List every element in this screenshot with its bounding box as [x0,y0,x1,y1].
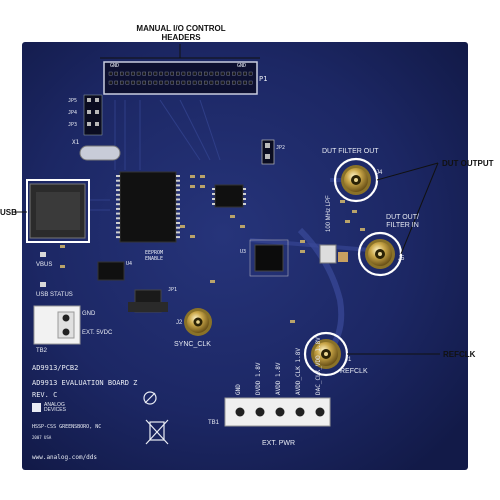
refclk-board-label: REFCLK [340,368,368,375]
usa-label: 2007 USA [32,435,52,440]
callout-manual-io: MANUAL I/O CONTROL HEADERS [136,24,226,42]
jp2-label: JP2 [276,145,286,151]
j2-label: J2 [176,320,183,326]
tb1-pin-avdd: AVDD 1.8V [275,362,282,395]
jp1-label: JP1 [168,287,178,293]
gnd-label: GND [82,311,96,317]
j5-label: J5 [398,256,405,262]
vbus-label: VBUS [36,262,53,268]
sma-connector-j5 [365,239,395,269]
sync-clk-label: SYNC_CLK [174,341,211,348]
eeprom-enable-label: EEPROM ENABLE [145,250,164,262]
j1-label: J1 [345,357,352,363]
dut-out-filter-in-label: DUT OUT/ FILTER IN [386,214,419,229]
pcb-label: AD9913/PCB2 [32,364,79,372]
analog-devices-logo [32,403,41,412]
jp5-label: JP5 [68,98,78,104]
tb1-pin-gnd: GND [235,384,242,395]
ext-pwr-label: EXT. PWR [262,440,296,447]
rev-label: REV. C [32,391,58,399]
header-p1 [103,61,258,95]
callout-dut-output: DUT OUTPUT [442,159,494,168]
callout-usb: USB [0,208,17,217]
dut-filter-out-label: DUT FILTER OUT [322,148,379,155]
jp3-label: JP3 [68,122,78,128]
tb2-label: TB2 [36,348,48,354]
dds-chip [254,244,284,272]
jp4-label: JP4 [68,110,78,116]
usb-controller-chip [119,171,177,243]
lpf-label: 100 MHz LPF [326,195,332,232]
callout-refclk: REFCLK [443,350,476,359]
x1-label: X1 [72,139,80,146]
website-label: www.analog.com/dds [32,454,98,461]
eval-board-label: AD9913 EVALUATION BOARD Z [32,379,138,387]
analog-devices-label: ANALOG DEVICES [44,402,66,413]
pcb-board [22,42,468,470]
u4-label: U4 [126,261,133,267]
hssp-label: HSSP-CSS GREENSBORO, NC [32,424,102,430]
tb1-pin-dac-clk-vdd: DAC_CLK_VDD 1.8V [315,337,322,395]
sma-connector-j4 [341,165,371,195]
tb1-pin-avdd-clk: AVDD_CLK 1.8V [295,348,302,395]
tb1-pin-dvdd: DVDD 1.8V [255,362,262,395]
tb1-label: TB1 [208,420,220,426]
header-gnd-right: GND [237,63,247,69]
ext5v-label: EXT. 5VDC [82,330,113,336]
j4-label: J4 [376,170,383,176]
sma-connector-j2 [184,308,212,336]
header-gnd-left: GND [110,63,120,69]
header-p1-label: P1 [259,75,268,83]
usb-status-label: USB STATUS [36,292,73,298]
sma-connector-j1 [311,339,341,369]
u3-label: U3 [240,249,247,255]
